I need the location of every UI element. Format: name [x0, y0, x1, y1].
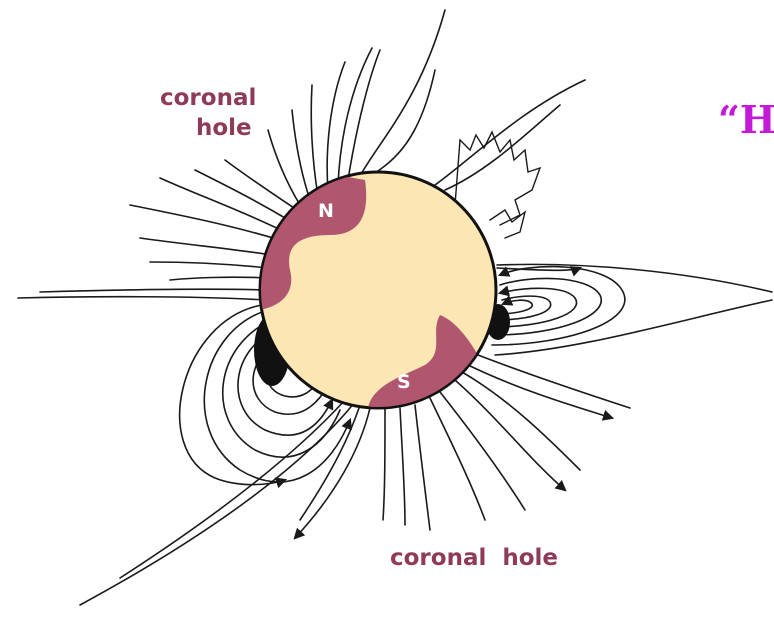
sun [260, 172, 496, 410]
closed-field-loops-right [492, 267, 625, 345]
title-fragment: “H [718, 97, 774, 142]
pole-label-south: S [397, 371, 411, 393]
pole-label-north: N [318, 200, 334, 222]
coronal-hole-label-top-line1: coronal [160, 85, 256, 111]
coronal-hole-label-bottom: coronal hole [390, 545, 558, 571]
coronal-hole-label-top-line2: hole [196, 115, 252, 141]
